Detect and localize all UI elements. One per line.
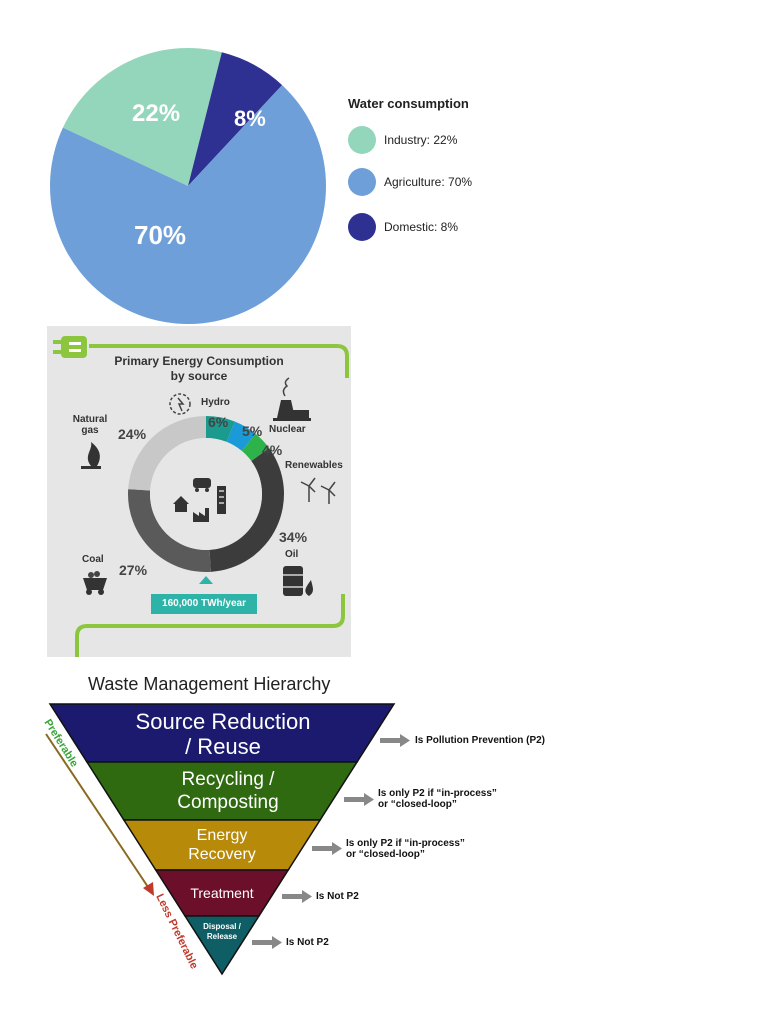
water-slice-label-agriculture: 70%: [134, 220, 187, 250]
label-coal: Coal: [82, 554, 104, 565]
waste-title: Waste Management Hierarchy: [88, 674, 331, 694]
energy-slice-coal: [127, 489, 211, 572]
donut-hole: [150, 438, 262, 550]
note-arrow-2: [344, 793, 374, 806]
water-pie-chart: [49, 48, 326, 325]
note-arrow-4: [282, 890, 312, 903]
tier-label-disposal: Disposal /Release: [203, 922, 241, 941]
nuclear-plant-icon: [273, 377, 311, 421]
legend-item-agriculture: Agriculture: 70%: [348, 168, 472, 196]
water-slice-label-domestic: 8%: [234, 106, 266, 131]
energy-total-badge: 160,000 TWh/year: [151, 594, 257, 614]
note-arrow-3: [312, 842, 342, 855]
pct-hydro: 6%: [208, 414, 229, 430]
preference-arrow-line: [45, 733, 151, 891]
note-arrow-1: [380, 734, 410, 747]
note-treatment: Is Not P2: [316, 891, 359, 902]
pct-coal: 27%: [119, 562, 148, 578]
label-nuclear: Nuclear: [269, 424, 306, 435]
wind-turbines-icon: [300, 477, 336, 504]
energy-slice-oil: [209, 448, 284, 572]
legend-swatch-industry: [348, 126, 376, 154]
note-energy-recovery: Is only P2 if “in-process”or “closed-loo…: [346, 838, 465, 860]
legend-item-industry: Industry: 22%: [348, 126, 457, 154]
water-slice-domestic: [188, 52, 283, 187]
house-icon: [173, 496, 189, 512]
hydro-icon: [169, 393, 191, 415]
note-recycling: Is only P2 if “in-process”or “closed-loo…: [378, 788, 497, 810]
flame-icon: [81, 442, 101, 469]
legend-swatch-agriculture: [348, 168, 376, 196]
cable-frame-bottom: [75, 594, 345, 657]
oil-barrel-icon: [283, 566, 313, 596]
energy-donut-chart: [53, 336, 349, 657]
waste-hierarchy-diagram: Preferable Less Preferable: [41, 703, 410, 976]
pct-natural-gas: 24%: [118, 426, 147, 442]
label-hydro: Hydro: [201, 397, 230, 408]
pct-oil: 34%: [279, 529, 308, 545]
factory-icon: [193, 508, 209, 522]
legend-swatch-domestic: [348, 213, 376, 241]
coal-cart-icon: [83, 571, 107, 595]
note-arrow-5: [252, 936, 282, 949]
plug-icon: [53, 336, 87, 358]
water-slice-industry: [62, 48, 222, 187]
tier-label-treatment: Treatment: [190, 885, 254, 901]
legend-label-agriculture: Agriculture: 70%: [384, 175, 473, 189]
energy-slice-nuclear: [226, 421, 256, 451]
label-natural-gas: Natural gas: [72, 414, 108, 436]
waste-tier-5: [183, 915, 261, 976]
legend-item-domestic: Domestic: 8%: [348, 213, 458, 241]
building-icon: [217, 486, 226, 514]
cable-frame-top: [89, 344, 349, 378]
tier-label-recycling: Recycling /Composting: [177, 769, 279, 813]
pct-renewables: 4%: [262, 442, 283, 458]
preference-arrow-head: [143, 882, 154, 896]
energy-slice-hydro: [206, 416, 235, 442]
total-pointer: [199, 576, 213, 584]
note-source-reduction: Is Pollution Prevention (P2): [415, 735, 546, 746]
water-slice-label-industry: 22%: [132, 100, 181, 127]
energy-slice-renewables: [241, 433, 270, 462]
note-disposal: Is Not P2: [286, 937, 329, 948]
legend-label-industry: Industry: 22%: [384, 133, 458, 147]
pct-nuclear: 5%: [242, 423, 263, 439]
water-legend-title: Water consumption: [348, 96, 469, 111]
label-renewables: Renewables: [285, 460, 343, 471]
water-slice-agriculture: [49, 85, 326, 325]
tier-label-source-reduction: Source Reduction/ Reuse: [135, 709, 311, 759]
car-icon: [193, 478, 211, 492]
energy-slice-natural-gas: [128, 416, 206, 491]
legend-label-domestic: Domestic: 8%: [384, 220, 459, 234]
label-oil: Oil: [285, 549, 299, 560]
